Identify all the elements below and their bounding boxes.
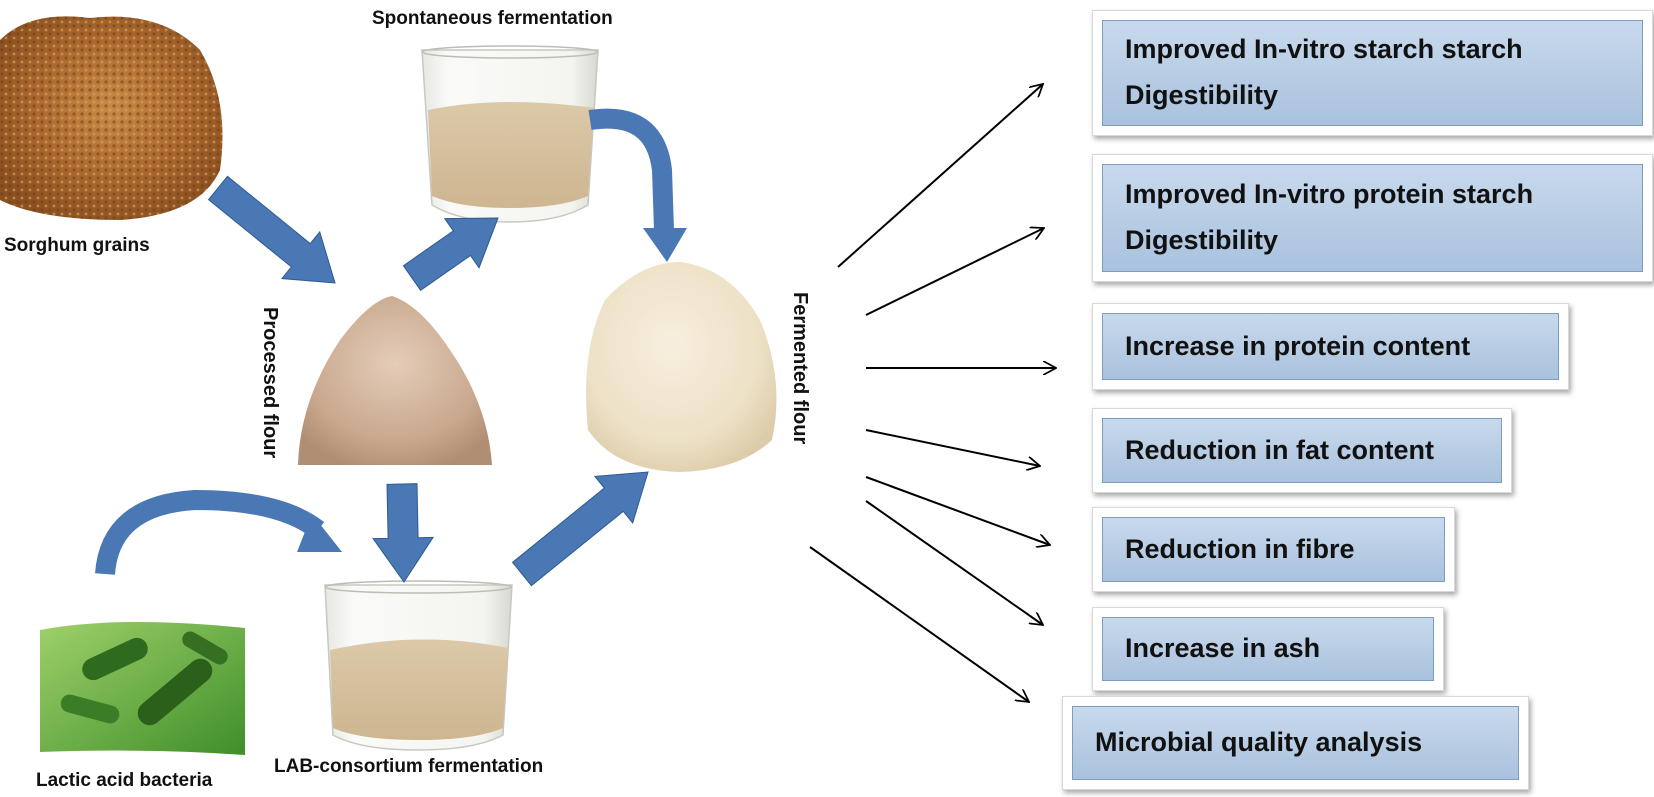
lactic-acid-bacteria-image [40,621,245,755]
outcome-box-ash: Increase in ash [1092,607,1444,691]
outcome-text: Increase in protein content [1125,330,1471,361]
spontaneous-fermentation-label: Spontaneous fermentation [372,8,613,29]
arrow-processed-to-lab [372,483,435,583]
curved-arrow-bacteria-to-lab [95,489,342,576]
outcome-text: Digestibility [1125,80,1279,110]
outcome-arrow-5 [865,476,1050,545]
fermented-flour-image [586,262,777,472]
arrow-processed-to-spontaneous [402,217,499,291]
fermented-flour-label: Fermented flour [789,292,811,445]
sorghum-grains-image [0,16,223,220]
lab-glass-image [324,580,513,751]
outcome-box-protein-content: Increase in protein content [1092,303,1569,390]
outcome-arrow-2 [865,228,1044,316]
arrow-lab-to-fermented [511,471,649,587]
outcome-text: Improved In-vitro starch starch [1125,34,1523,65]
outcome-text: Reduction in fibre [1125,533,1355,564]
spontaneous-glass-image [421,45,599,223]
outcome-text: Reduction in fat content [1125,434,1434,465]
outcome-text: Increase in ash [1125,633,1321,664]
lab-fermentation-label: LAB-consortium fermentation [274,756,544,777]
outcome-arrow-4 [865,429,1040,466]
outcome-arrow-7 [809,546,1029,702]
curved-arrow-spontaneous-to-fermented [588,108,687,262]
processed-flour-image [298,296,492,465]
outcome-text: Improved In-vitro protein starch [1125,179,1534,210]
processed-flour-label: Processed flour [259,307,281,459]
outcome-text: Digestibility [1125,225,1279,255]
outcome-text: Microbial quality analysis [1095,727,1423,758]
outcome-box-fibre: Reduction in fibre [1092,507,1455,592]
lactic-acid-bacteria-label: Lactic acid bacteria [36,770,213,791]
outcome-box-fat-content: Reduction in fat content [1092,408,1512,493]
sorghum-grains-label: Sorghum grains [4,235,150,256]
outcome-arrow-1 [837,84,1043,268]
arrow-grains-to-processed [207,175,336,284]
outcome-arrows [809,84,1056,702]
outcome-arrow-6 [865,500,1043,625]
outcome-box-microbial-quality: Microbial quality analysis [1062,696,1529,790]
flow-arrows [207,175,649,587]
